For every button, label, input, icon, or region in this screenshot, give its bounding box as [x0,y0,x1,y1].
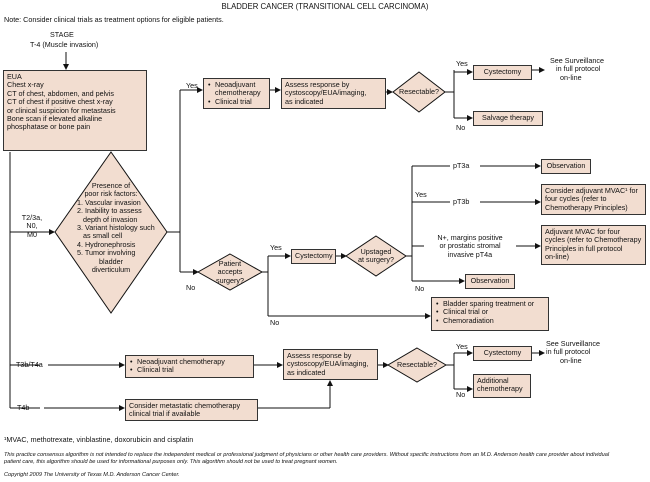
no-label: No [186,283,196,292]
stage-t4b-label: T4b [17,403,30,412]
workup-line: or clinical suspicion for metastasis [7,105,116,115]
cystectomy-box-low: Cystectomy [473,346,532,361]
observation-box-1: Observation [541,159,591,174]
stage-heading: STAGE [50,30,74,39]
neoadjuvant-box-low: Neoadjuvant chemotherapyClinical trial [125,355,254,378]
yes-label: Yes [456,342,468,351]
stage-t4: T-4 (Muscle invasion) [30,40,99,49]
yes-label: Yes [270,243,282,252]
surveillance-text-low: See Surveillance in full protocol on-lin… [546,339,600,365]
observation-box-2: Observation [465,274,515,289]
no-label: No [270,318,280,327]
poor-risk-diamond [54,151,168,314]
salvage-box: Salvage therapy [473,111,543,126]
no-label: No [456,390,466,399]
cystectomy-box-top: Cystectomy [473,65,532,80]
workup-line: Chest x-ray [7,80,44,90]
no-label: No [415,284,425,293]
yes-label: Yes [415,190,427,199]
footnote: ¹MVAC, methotrexate, vinblastine, doxoru… [4,435,194,444]
workup-box: EUA Chest x-ray CT of chest, abdomen, an… [3,70,147,151]
disclaimer: This practice consensus algorithm is not… [4,452,610,465]
workup-line: EUA [7,72,22,81]
pt3a-label: pT3a [453,161,470,170]
resectable-label-low: Resectable? [397,360,437,369]
page-title: BLADDER CANCER (TRANSITIONAL CELL CARCIN… [221,2,429,11]
resectable-diamond-top [392,71,446,113]
workup-line: Bone scan if elevated alkaline [7,114,103,124]
accepts-surgery-diamond [196,253,264,291]
surveillance-text-top: See Surveillance in full protocol on-lin… [550,56,604,82]
neoadjuvant-box-top: NeoadjuvantchemotherapyClinical trial [203,78,270,109]
bladder-sparing-box: Bladder sparing treatment orClinical tri… [431,297,549,331]
workup-line: CT of chest if positive chest x-ray [7,97,113,107]
poor-risk-text: Presence of poor risk factors: 1. Vascul… [77,181,155,275]
pt3b-label: pT3b [453,197,470,206]
note-text: Note: Consider clinical trials as treatm… [4,15,224,24]
yes-label: Yes [186,81,198,90]
resectable-label-top: Resectable? [399,87,439,96]
yes-label: Yes [456,59,468,68]
workup-line: phosphatase or bone pain [7,122,91,132]
stage-t23-label: T2/3a,N0,M0 [21,213,43,239]
no-label: No [456,123,466,132]
stage-t3b-label: T3b/T4a [16,360,43,369]
cystectomy-box-mid: Cystectomy [291,249,336,264]
copyright: Copyright 2009 The University of Texas M… [4,472,180,478]
upstaged-diamond [345,235,407,277]
resectable-diamond-low [387,347,447,383]
workup-line: CT of chest, abdomen, and pelvis [7,88,114,98]
